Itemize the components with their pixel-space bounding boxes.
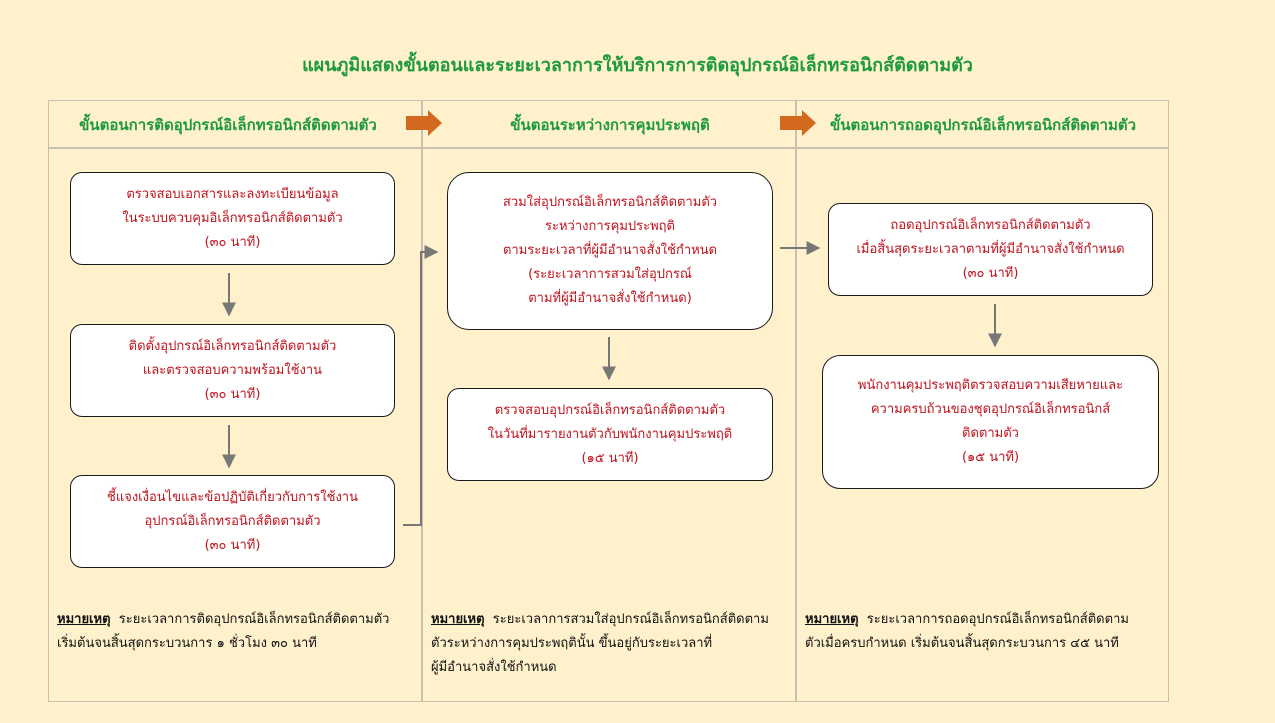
table-frame (48, 100, 1169, 702)
step-text: เมื่อสิ้นสุดระยะเวลาตามที่ผู้มีอำนาจสั่ง… (856, 241, 1125, 257)
note-label: หมายเหตุ (805, 612, 859, 627)
column-divider-2 (795, 100, 797, 702)
step-text: และตรวจสอบความพร้อมใช้งาน (142, 362, 323, 378)
step-text: สวมใส่อุปกรณ์อิเล็กทรอนิกส์ติดตามตัว (502, 195, 718, 210)
step-document-check: ตรวจสอบเอกสารและลงทะเบียนข้อมูล ในระบบคว… (70, 172, 395, 265)
column-header-3: ขั้นตอนการถอดอุปกรณ์อิเล็กทรอนิกส์ติดตาม… (829, 116, 1137, 134)
note-text: ผู้มีอำนาจสั่งใช้กำหนด (431, 660, 557, 675)
note-text: ตัวระหว่างการคุมประพฤตินั้น ขึ้นอยู่กับร… (431, 636, 713, 651)
step-text: ความครบถ้วนของชุดอุปกรณ์อิเล็กทรอนิกส์ (870, 402, 1111, 417)
step-text: ตรวจสอบอุปกรณ์อิเล็กทรอนิกส์ติดตามตัว (494, 402, 726, 418)
note-text: ระยะเวลาการติดอุปกรณ์อิเล็กทรอนิกส์ติดตา… (118, 612, 390, 627)
step-duration: (๓๐ นาที) (962, 265, 1019, 281)
step-duration: (๓๐ นาที) (204, 234, 261, 250)
step-text: ระหว่างการคุมประพฤติ (545, 219, 675, 234)
step-text: ในระบบควบคุมอิเล็กทรอนิกส์ติดตามตัว (122, 210, 343, 226)
note-label: หมายเหตุ (57, 612, 111, 627)
step-text: ตามที่ผู้มีอำนาจสั่งใช้กำหนด) (528, 291, 692, 306)
step-inspect-device: ตรวจสอบอุปกรณ์อิเล็กทรอนิกส์ติดตามตัว ใน… (447, 388, 773, 481)
note-text: ตัวเมื่อครบกำหนด เริ่มต้นจนสิ้นสุดกระบวน… (805, 636, 1119, 651)
page-title: แผนภูมิแสดงขั้นตอนและระยะเวลาการให้บริกา… (302, 55, 973, 76)
step-text: พนักงานคุมประพฤติตรวจสอบความเสียหายและ (857, 378, 1124, 393)
column-header-1: ขั้นตอนการติดอุปกรณ์อิเล็กทรอนิกส์ติดตาม… (79, 116, 377, 134)
step-wear-device: สวมใส่อุปกรณ์อิเล็กทรอนิกส์ติดตามตัว ระห… (447, 172, 773, 330)
header-divider (48, 147, 1169, 149)
step-damage-check: พนักงานคุมประพฤติตรวจสอบความเสียหายและ ค… (822, 355, 1159, 489)
step-install-device: ติดตั้งอุปกรณ์อิเล็กทรอนิกส์ติดตามตัว แล… (70, 324, 395, 417)
note-text: ระยะเวลาการถอดอุปกรณ์อิเล็กทรอนิกส์ติดตา… (866, 612, 1129, 627)
step-duration: (๑๕ นาที) (961, 450, 1020, 465)
step-duration: (๑๕ นาที) (581, 450, 639, 466)
header-arrow-icon-1 (406, 110, 442, 136)
note-column-3: หมายเหตุ ระยะเวลาการถอดอุปกรณ์อิเล็กทรอน… (805, 608, 1129, 656)
step-text: ตามระยะเวลาที่ผู้มีอำนาจสั่งใช้กำหนด (502, 243, 718, 258)
step-remove-device: ถอดอุปกรณ์อิเล็กทรอนิกส์ติดตามตัว เมื่อส… (828, 203, 1153, 296)
step-text: ถอดอุปกรณ์อิเล็กทรอนิกส์ติดตามตัว (890, 217, 1091, 233)
step-duration: (๓๐ นาที) (204, 537, 261, 553)
header-arrow-icon-2 (780, 110, 816, 136)
column-header-2: ขั้นตอนระหว่างการคุมประพฤติ (510, 116, 710, 134)
step-text: ติดตั้งอุปกรณ์อิเล็กทรอนิกส์ติดตามตัว (128, 338, 337, 354)
step-text: ในวันที่มารายงานตัวกับพนักงานคุมประพฤติ (487, 426, 733, 442)
note-text: ระยะเวลาการสวมใส่อุปกรณ์อิเล็กทรอนิกส์ติ… (492, 612, 769, 627)
step-explain-conditions: ชี้แจงเงื่อนไขและข้อปฏิบัติเกี่ยวกับการใ… (70, 475, 395, 568)
note-label: หมายเหตุ (431, 612, 485, 627)
note-column-2: หมายเหตุ ระยะเวลาการสวมใส่อุปกรณ์อิเล็กท… (431, 608, 769, 680)
connector-arrow-icon (403, 245, 439, 526)
note-column-1: หมายเหตุ ระยะเวลาการติดอุปกรณ์อิเล็กทรอน… (57, 608, 389, 656)
step-text: อุปกรณ์อิเล็กทรอนิกส์ติดตามตัว (144, 513, 321, 529)
step-text: ชี้แจงเงื่อนไขและข้อปฏิบัติเกี่ยวกับการใ… (107, 489, 358, 505)
step-text: (ระยะเวลาการสวมใส่อุปกรณ์ (528, 267, 692, 282)
note-text: เริ่มต้นจนสิ้นสุดกระบวนการ ๑ ชั่วโมง ๓๐ … (57, 636, 317, 651)
step-duration: (๓๐ นาที) (204, 386, 261, 402)
step-text: ติดตามตัว (962, 426, 1019, 441)
step-text: ตรวจสอบเอกสารและลงทะเบียนข้อมูล (126, 186, 339, 202)
